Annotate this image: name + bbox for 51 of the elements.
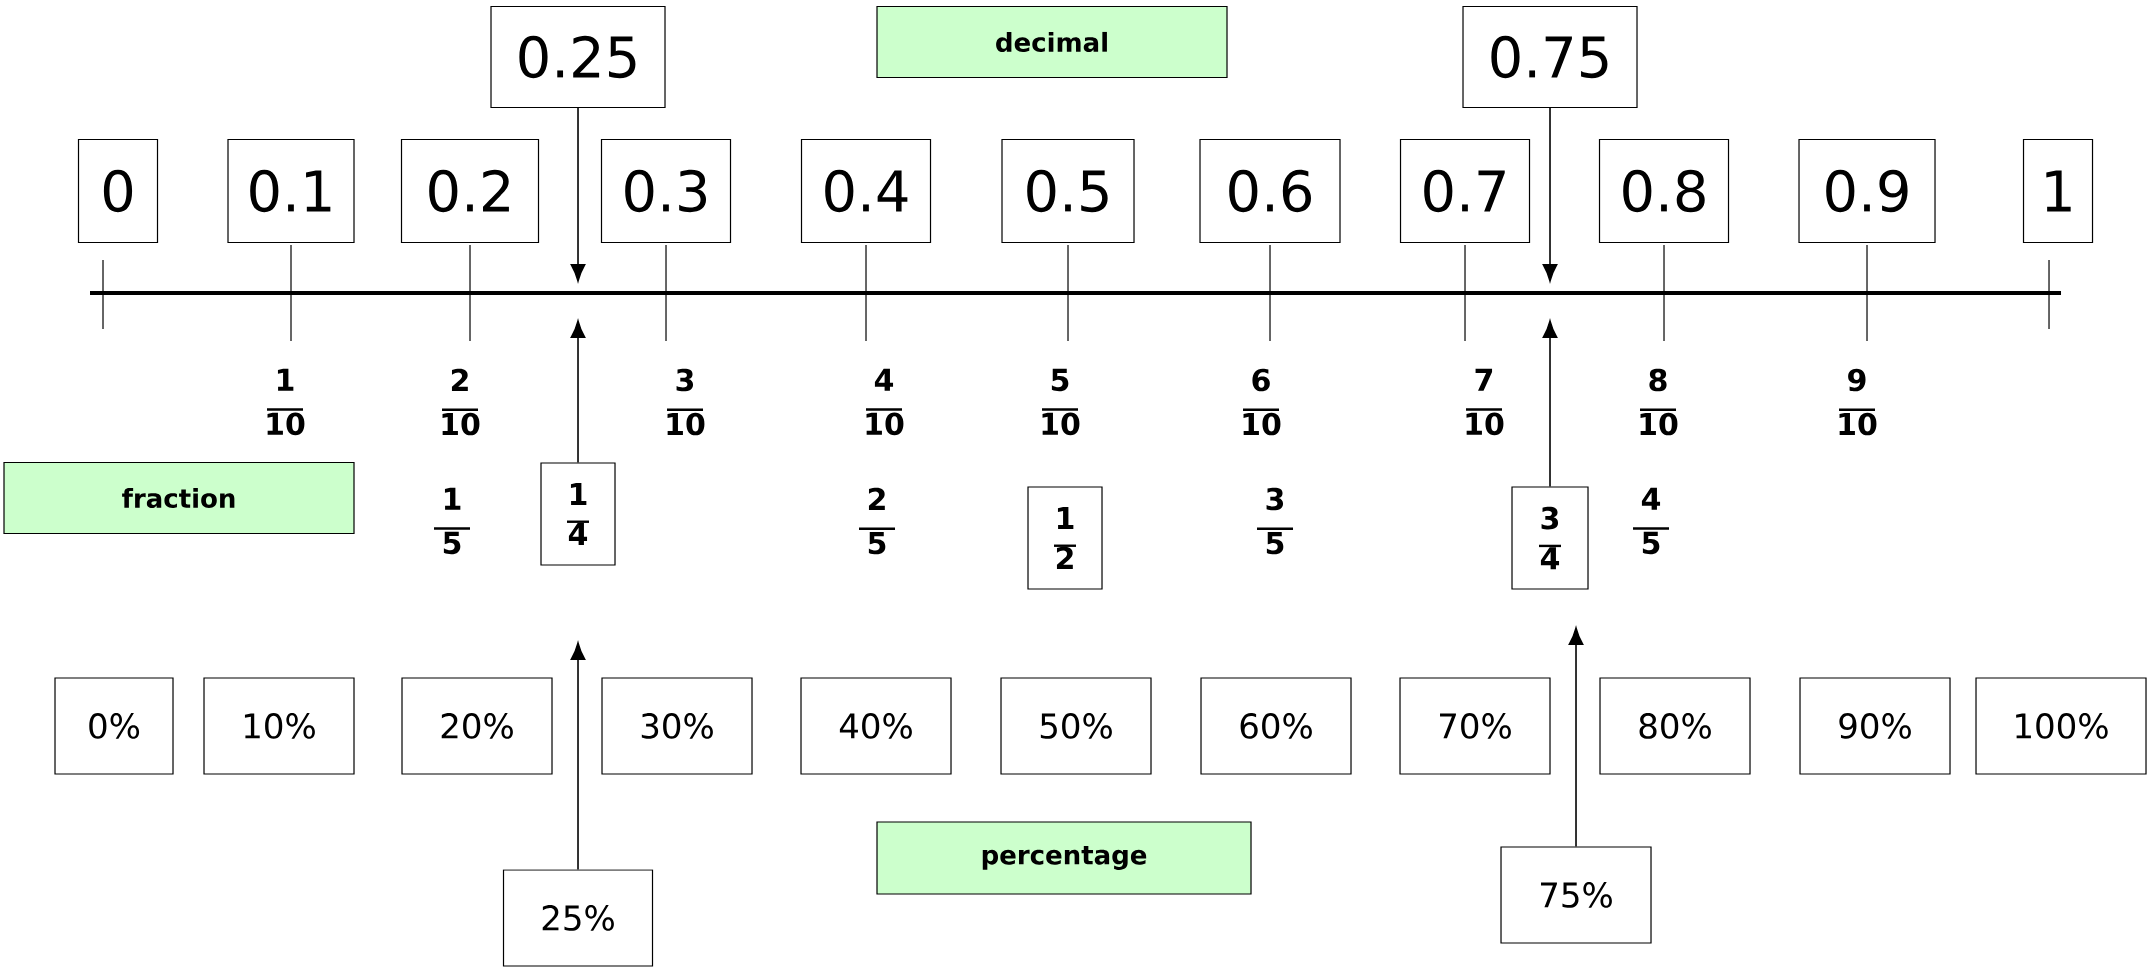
fraction-label: 3 10 (667, 368, 705, 436)
decimal-box: 0.1 (227, 138, 355, 244)
decimal-box: 0.3 (600, 138, 732, 244)
percentage-box: 40% (800, 677, 952, 775)
percentage-box: 25% (502, 869, 654, 967)
decimal-box: 0.9 (1798, 138, 1936, 244)
fraction-label: 1 5 (434, 487, 470, 555)
fraction-label: 5 10 (1042, 368, 1080, 436)
percentage-box: 60% (1200, 677, 1352, 775)
arrow (570, 320, 586, 464)
fraction-box: 1 4 (540, 462, 616, 566)
heading-box: percentage (876, 821, 1252, 895)
percentage-box: 30% (601, 677, 753, 775)
fraction-label: 9 10 (1839, 368, 1877, 436)
decimal-box: 1 (2022, 138, 2094, 244)
percentage-box: 0% (54, 677, 174, 775)
heading-box: decimal (876, 5, 1228, 79)
decimal-box: 0.8 (1598, 138, 1730, 244)
fraction-label: 3 5 (1257, 487, 1293, 555)
decimal-box: 0.25 (490, 5, 666, 109)
arrow (1542, 107, 1558, 282)
decimal-box: 0.2 (400, 138, 540, 244)
percentage-box: 70% (1399, 677, 1551, 775)
arrow (570, 642, 586, 871)
fraction-label: 2 5 (859, 487, 895, 555)
fraction-box: 1 2 (1027, 486, 1103, 590)
arrow (1568, 627, 1584, 848)
fraction-label: 2 10 (442, 368, 480, 436)
heading-box: fraction (3, 461, 355, 535)
fraction-label: 7 10 (1466, 368, 1504, 436)
percentage-box: 50% (1000, 677, 1152, 775)
percentage-box: 80% (1599, 677, 1751, 775)
fraction-box: 3 4 (1511, 486, 1589, 590)
decimal-box: 0.7 (1399, 138, 1531, 244)
decimal-box: 0.6 (1199, 138, 1341, 244)
fraction-label: 6 10 (1243, 368, 1281, 436)
arrow (1542, 320, 1558, 488)
fraction-label: 1 10 (267, 368, 305, 436)
fraction-label: 8 10 (1640, 368, 1678, 436)
decimal-box: 0.5 (1001, 138, 1135, 244)
percentage-box: 20% (401, 677, 553, 775)
percentage-box: 100% (1975, 677, 2147, 775)
arrow (570, 107, 586, 282)
percentage-box: 10% (203, 677, 355, 775)
decimal-box: 0.75 (1462, 5, 1638, 109)
percentage-box: 75% (1500, 846, 1652, 944)
fraction-label: 4 5 (1633, 487, 1669, 555)
fraction-label: 4 10 (866, 368, 904, 436)
decimal-box: 0 (77, 138, 159, 244)
percentage-box: 90% (1799, 677, 1951, 775)
decimal-box: 0.4 (800, 138, 932, 244)
